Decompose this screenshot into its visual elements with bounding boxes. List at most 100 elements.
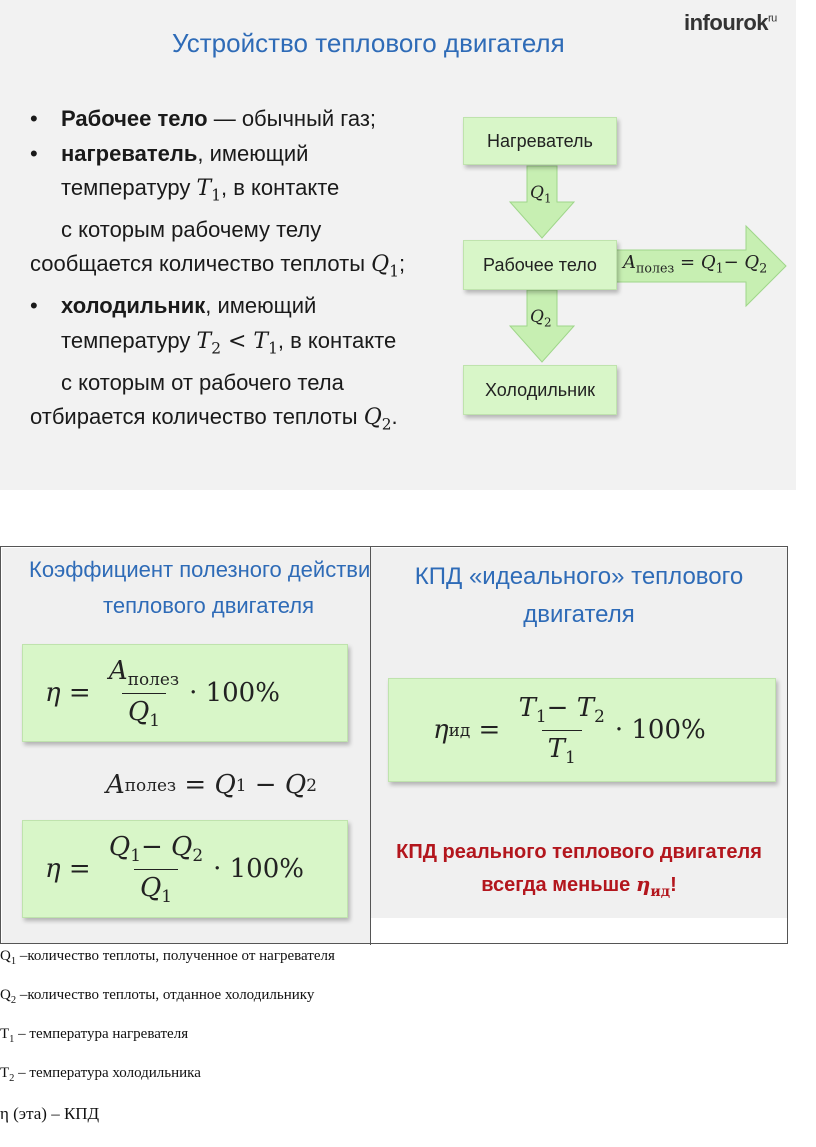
- ideal-efficiency-title: КПД «идеального» теплового двигателя: [371, 558, 787, 634]
- bullet-dot: •: [30, 293, 38, 319]
- sym: A: [623, 252, 636, 273]
- sub: 1: [9, 1034, 15, 1045]
- times-100: · 100%: [189, 678, 280, 708]
- sym: Q: [108, 832, 131, 863]
- sym: A: [106, 770, 125, 800]
- sub: 2: [211, 339, 221, 358]
- sub: 2: [381, 415, 392, 434]
- bullet-heater: • нагреватель, имеющий температуру T1, в…: [30, 137, 450, 290]
- sym: A: [108, 656, 128, 687]
- sym: T: [196, 176, 212, 201]
- bullet-text: Рабочее тело — обычный газ;: [30, 102, 450, 137]
- sym: Q: [127, 696, 150, 727]
- efficiency-title: Коэффициент полезного действия теплового…: [29, 552, 370, 624]
- bullet-line: температуру T2 < T1, в контакте: [30, 324, 450, 366]
- fraction: T1− T2 T1: [513, 693, 611, 766]
- text: всегда меньше: [481, 874, 636, 896]
- times-100: · 100%: [614, 715, 706, 745]
- sub: 1: [543, 191, 552, 206]
- bullet-list: • Рабочее тело — обычный газ; • нагреват…: [30, 102, 450, 442]
- sym: T: [547, 733, 565, 764]
- sub: 1: [565, 746, 576, 767]
- sym: T: [518, 693, 536, 724]
- text: –количество теплоты, отданное холодильни…: [16, 987, 315, 1003]
- efficiency-panels: Коэффициент полезного действия теплового…: [0, 546, 788, 945]
- sub: 1: [211, 186, 221, 205]
- sub: 1: [268, 339, 278, 358]
- times-100: · 100%: [213, 854, 304, 884]
- bullet-text: нагреватель, имеющий: [30, 137, 450, 172]
- slide-title: Устройство теплового двигателя: [172, 28, 565, 58]
- text: !: [670, 874, 677, 896]
- title-line: двигателя: [523, 601, 635, 628]
- bullet-dot: •: [30, 106, 38, 131]
- text: , в контакте: [277, 327, 397, 353]
- bullet-dot: •: [30, 140, 38, 166]
- sub: 2: [594, 706, 605, 727]
- sub: 2: [306, 775, 317, 795]
- denominator: T1: [541, 729, 582, 767]
- legend-item-t2: T2 – температура холодильника: [0, 1065, 201, 1084]
- term-cooler: холодильник: [61, 293, 206, 319]
- arrow-heater-to-body: [508, 165, 576, 239]
- sym: T: [0, 1026, 10, 1042]
- sym: Q: [530, 183, 544, 203]
- sym: − Q: [723, 252, 760, 273]
- text: отбирается количество теплоты: [30, 404, 364, 430]
- bullet-line: с которым от рабочего тела: [61, 369, 344, 395]
- equals: =: [470, 715, 509, 745]
- bullet-working-body: • Рабочее тело — обычный газ;: [30, 102, 450, 137]
- sym: Q: [0, 948, 11, 964]
- sym: T: [196, 328, 212, 354]
- sub: 1: [10, 956, 17, 967]
- sub: 1: [715, 260, 724, 276]
- sym: − Q: [246, 770, 307, 800]
- math-T1: T1: [196, 176, 221, 205]
- sub: 2: [10, 995, 17, 1006]
- bullet-rest: , имеющий: [197, 140, 309, 166]
- sym: Q: [0, 987, 11, 1003]
- ideal-efficiency-slide: КПД «идеального» теплового двигателя η ид…: [371, 548, 787, 918]
- sub: 1: [389, 262, 399, 281]
- heat-flow-diagram: [508, 165, 787, 363]
- logo-suffix: ru: [768, 12, 777, 25]
- bullet-line: с которым рабочему телу: [61, 216, 322, 242]
- slide-heat-engine-structure: Устройство теплового двигателя infourokr…: [0, 0, 796, 490]
- sym: η: [635, 872, 651, 896]
- title-line: Коэффициент полезного действия: [29, 557, 370, 582]
- efficiency-expanded-box: η = Q1− Q2 Q1 · 100%: [22, 820, 348, 918]
- text: (эта) – КПД: [8, 1104, 100, 1123]
- sub: ид: [448, 720, 471, 740]
- sym: − Q: [140, 832, 193, 863]
- note-line: КПД реального теплового двигателя: [396, 841, 762, 863]
- sym: Q: [371, 252, 390, 278]
- arrow-useful-work: [615, 224, 787, 308]
- bullet-rest: , имеющий: [205, 293, 317, 319]
- sub: 1: [535, 706, 547, 727]
- bullet-text: холодильник, имеющий: [30, 289, 450, 324]
- numerator: Aполез: [103, 656, 185, 692]
- sub: 1: [235, 775, 247, 795]
- useful-work-formula: Aполез = Q1− Q2: [623, 252, 767, 276]
- text: –количество теплоты, полученное от нагре…: [16, 948, 335, 964]
- sub: 1: [161, 885, 173, 906]
- cooler-box: Холодильник: [463, 365, 617, 415]
- working-body-box: Рабочее тело: [463, 240, 617, 290]
- real-efficiency-note: КПД реального теплового двигателя всегда…: [371, 836, 787, 908]
- sub: 2: [9, 1073, 15, 1084]
- text: – температура холодильника: [14, 1065, 201, 1081]
- numerator: T1− T2: [513, 693, 611, 729]
- sym: − T: [546, 693, 595, 724]
- text: температуру: [61, 175, 197, 200]
- eta: η: [45, 678, 61, 708]
- legend-item-q2: Q2 –количество теплоты, отданное холодил…: [0, 987, 314, 1006]
- math-T2: T2: [196, 328, 221, 358]
- math-Q1: Q1: [371, 252, 399, 280]
- sym: = Q: [176, 770, 236, 800]
- bullet-line: отбирается количество теплоты Q2.: [30, 400, 450, 442]
- bullet-rest: — обычный газ;: [207, 106, 377, 131]
- text: сообщается количество теплоты: [30, 251, 372, 277]
- fraction: Q1− Q2 Q1: [103, 832, 209, 905]
- arrow-body-to-cooler: [508, 289, 576, 363]
